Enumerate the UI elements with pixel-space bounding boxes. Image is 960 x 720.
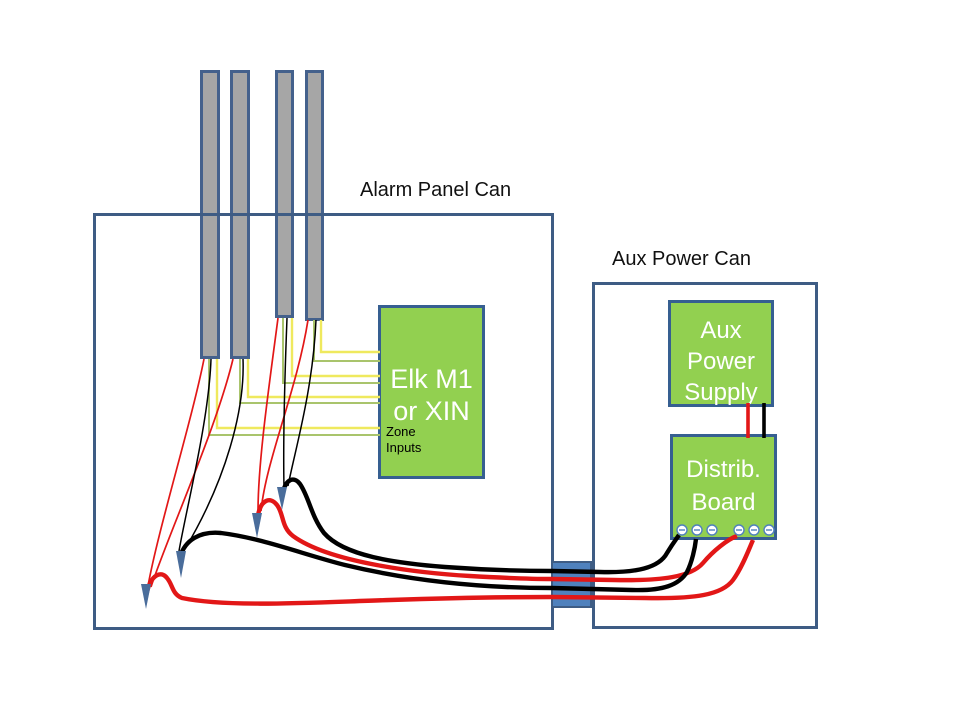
conduit-3 <box>275 70 294 318</box>
board-title-line1: Distrib. <box>686 456 761 483</box>
distrib-board-box: Distrib. Board <box>670 434 777 540</box>
supply-title-line3: Supply <box>684 379 758 406</box>
elk-title-line2: or XIN <box>393 396 470 426</box>
elk-m1-box: Elk M1 or XIN Zone Inputs <box>378 305 485 479</box>
zone-note-line1: Zone <box>386 424 416 439</box>
distrib-board-title: Distrib. Board <box>673 453 774 519</box>
aux-power-supply-title: Aux Power Supply <box>671 315 771 408</box>
elk-title-line1: Elk M1 <box>390 364 473 394</box>
aux-power-supply-box: Aux Power Supply <box>668 300 774 407</box>
alarm-panel-can <box>93 213 554 630</box>
zone-inputs-note: Zone Inputs <box>386 424 421 456</box>
zone-note-line2: Inputs <box>386 440 422 455</box>
supply-title-line2: Power <box>686 348 756 375</box>
can-connector <box>551 561 592 608</box>
alarm-panel-can-label: Alarm Panel Can <box>360 179 512 201</box>
elk-m1-box-title: Elk M1 or XIN <box>381 363 482 427</box>
supply-title-line1: Aux <box>700 317 742 344</box>
board-title-line2: Board <box>691 489 756 516</box>
aux-power-can-label: Aux Power Can <box>612 248 751 270</box>
aux-power-can <box>592 282 818 629</box>
